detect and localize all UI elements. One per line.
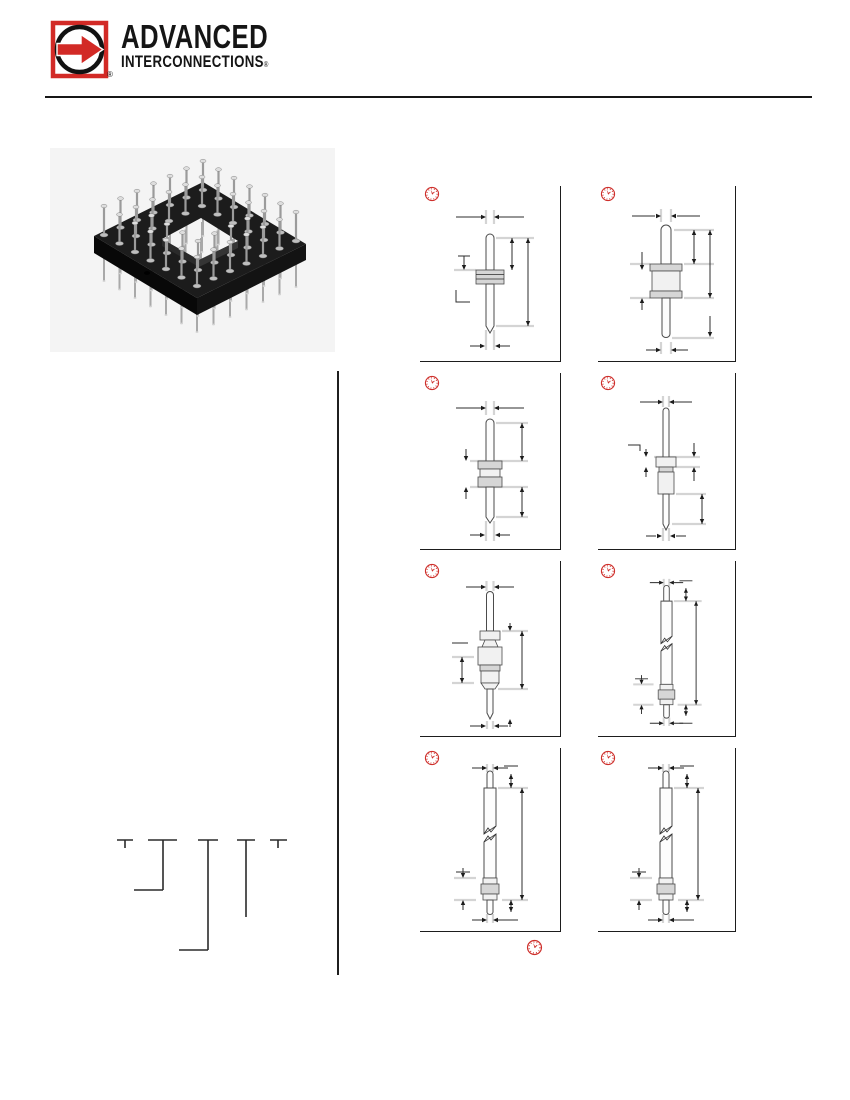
- callout-segment-2: [134, 839, 177, 891]
- pin-outline: [649, 224, 683, 338]
- clock-icon: [424, 186, 440, 202]
- logo-registered-mark: ®: [107, 70, 113, 79]
- pin-outline: [477, 418, 503, 524]
- pin-drawing-wide-barrel: [630, 209, 714, 354]
- part-number-callout-lines: [117, 839, 287, 951]
- callout-segment-1: [117, 839, 133, 848]
- column-divider-line: [337, 371, 339, 975]
- dimension-lines: [456, 405, 525, 538]
- dimension-lines: [635, 580, 699, 726]
- socket-body-side-right: [197, 244, 306, 315]
- product-photo: [50, 148, 335, 352]
- pin-diagram-cell-3: [420, 373, 561, 550]
- logo-arrow-icon: [56, 33, 105, 66]
- dimension-lines: [632, 213, 713, 353]
- pin-diagram-cell-8: [598, 748, 736, 932]
- pin-diagram-cell-4: [598, 373, 736, 550]
- pin-drawing-stepped: [628, 396, 706, 541]
- dimension-lines: [632, 765, 701, 923]
- callout-segment-3: [179, 839, 218, 951]
- pin-outline: [655, 407, 677, 532]
- brand-registered-mark: ®: [263, 60, 269, 69]
- socket-cavity-wall-right: [199, 241, 238, 267]
- dimension-lines: [456, 765, 525, 923]
- socket-body-top: [94, 182, 306, 298]
- pin-drawing-long-break: [633, 578, 702, 726]
- pin-diagram-cell-6: [598, 561, 736, 737]
- extension-lines: [654, 396, 706, 541]
- clock-icon: [600, 375, 616, 391]
- pin-drawing-double-band: [456, 401, 528, 541]
- dimension-lines: [455, 214, 531, 349]
- extension-lines: [452, 581, 528, 729]
- clock-icon: [600, 186, 616, 202]
- clock-icon: [424, 375, 440, 391]
- pin-outline: [475, 233, 505, 335]
- pin-diagram-cell-2: [598, 186, 736, 362]
- pin-outline: [480, 770, 500, 915]
- callout-segment-4: [237, 839, 255, 917]
- callout-segment-5: [270, 839, 287, 848]
- dimension-lines: [628, 399, 705, 539]
- socket-body-side-left: [94, 236, 197, 315]
- pin-outline: [656, 770, 676, 915]
- pin-diagram-cell-5: [420, 561, 561, 737]
- pin-drawing-long-break: [454, 764, 528, 923]
- pin-diagram-cell-7: [420, 748, 561, 932]
- clock-icon: [424, 563, 440, 579]
- clock-icon: [526, 939, 543, 956]
- pin-drawing-cap-barrel: [452, 581, 528, 729]
- brand-name-line1: ADVANCED: [121, 18, 269, 55]
- pin-outline: [477, 591, 503, 721]
- brand-name-line2: INTERCONNECTIONS®: [121, 53, 269, 70]
- pin-outline: [657, 585, 676, 719]
- socket-index-hole: [144, 271, 150, 275]
- pin-diagram-cell-1: [420, 186, 561, 362]
- header-rule: [45, 96, 812, 98]
- brand-logo-mark: [50, 20, 109, 79]
- pin-drawing-long-break: [630, 764, 704, 923]
- dimension-lines: [452, 584, 525, 729]
- brand-line2-text: INTERCONNECTIONS: [121, 52, 264, 71]
- pin-drawing-ribbed-collar: [454, 210, 534, 350]
